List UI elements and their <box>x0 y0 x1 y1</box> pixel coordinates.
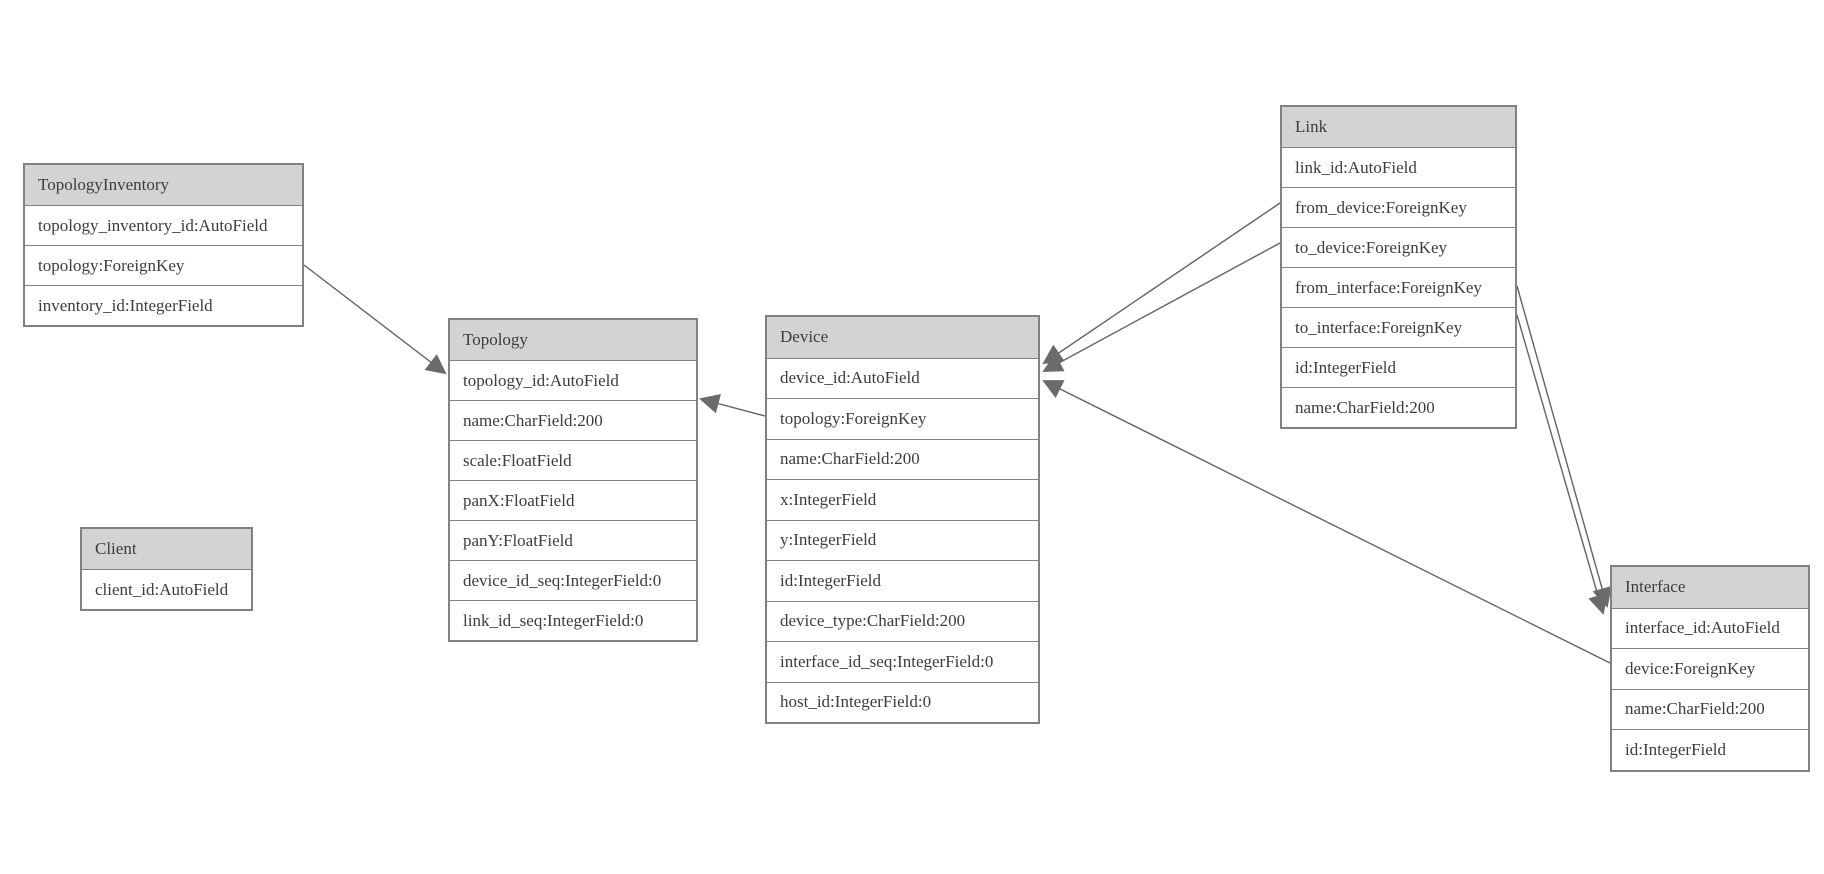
field-row: y:IntegerField <box>767 519 1038 560</box>
field-row: link_id:AutoField <box>1282 147 1515 187</box>
relationship-topologyinventory-topology <box>303 264 447 375</box>
field-row: id:IntegerField <box>1612 729 1808 770</box>
field-row: device:ForeignKey <box>1612 648 1808 689</box>
field-row: panY:FloatField <box>450 520 696 560</box>
field-row: client_id:AutoField <box>82 569 251 609</box>
entity-title: Interface <box>1612 567 1808 608</box>
relationship-link-to-device-device <box>1042 242 1281 372</box>
field-row: scale:FloatField <box>450 440 696 480</box>
field-row: name:CharField:200 <box>1612 688 1808 729</box>
entity-title: Client <box>82 529 251 569</box>
field-row: to_device:ForeignKey <box>1282 227 1515 267</box>
field-row: inventory_id:IntegerField <box>25 285 302 325</box>
entity-title: Topology <box>450 320 696 360</box>
field-row: to_interface:ForeignKey <box>1282 307 1515 347</box>
field-row: from_interface:ForeignKey <box>1282 267 1515 307</box>
relationship-link-from-interface-interface <box>1516 285 1612 608</box>
field-row: topology:ForeignKey <box>767 398 1038 439</box>
relationship-device-topology <box>699 393 766 417</box>
field-row: interface_id_seq:IntegerField:0 <box>767 641 1038 682</box>
field-row: name:CharField:200 <box>450 400 696 440</box>
field-row: topology:ForeignKey <box>25 245 302 285</box>
relationship-link-to-interface-interface <box>1516 314 1608 615</box>
field-row: from_device:ForeignKey <box>1282 187 1515 227</box>
field-row: name:CharField:200 <box>767 438 1038 479</box>
field-row: device_id:AutoField <box>767 357 1038 398</box>
field-row: topology_id:AutoField <box>450 360 696 400</box>
field-row: id:IntegerField <box>1282 347 1515 387</box>
relationship-link-from-device-device <box>1042 202 1281 365</box>
field-row: link_id_seq:IntegerField:0 <box>450 600 696 640</box>
field-row: host_id:IntegerField:0 <box>767 681 1038 722</box>
field-row: panX:FloatField <box>450 480 696 520</box>
field-row: x:IntegerField <box>767 479 1038 520</box>
field-row: interface_id:AutoField <box>1612 607 1808 648</box>
entity-title: Link <box>1282 107 1515 147</box>
field-row: device_id_seq:IntegerField:0 <box>450 560 696 600</box>
field-row: id:IntegerField <box>767 560 1038 601</box>
field-row: device_type:CharField:200 <box>767 600 1038 641</box>
entity-title: Device <box>767 317 1038 358</box>
relationship-interface-device-device <box>1042 380 1611 664</box>
entity-title: TopologyInventory <box>25 165 302 205</box>
field-row: name:CharField:200 <box>1282 387 1515 427</box>
field-row: topology_inventory_id:AutoField <box>25 205 302 245</box>
